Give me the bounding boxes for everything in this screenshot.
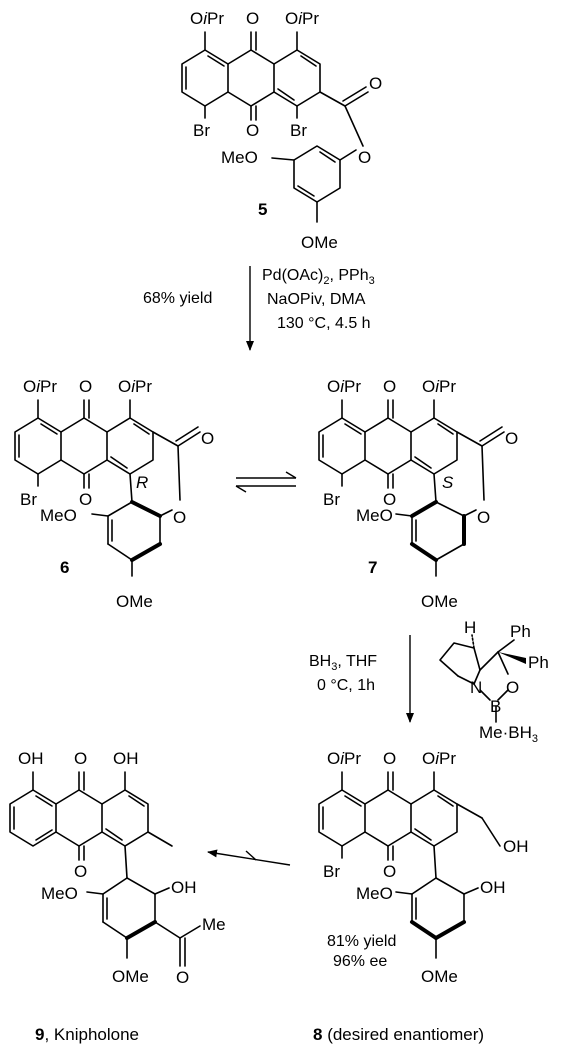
label-o: O bbox=[383, 490, 396, 509]
label-oipr: OiPr bbox=[23, 377, 57, 396]
compound-5 bbox=[181, 31, 369, 223]
label-ome: OMe bbox=[116, 592, 153, 611]
label-oh: OH bbox=[113, 749, 139, 768]
label-o: O bbox=[246, 121, 259, 140]
cbs-catalyst-labels: H Ph Ph N B O Me·BH3 bbox=[464, 618, 549, 745]
cbs-catalyst bbox=[439, 634, 526, 723]
compound-5-number: 5 bbox=[258, 200, 267, 219]
label-meo: MeO bbox=[41, 884, 78, 903]
label-meo: MeO bbox=[356, 506, 393, 525]
step-2-conditions: 0 °C, 1h bbox=[317, 677, 375, 694]
label-o: O bbox=[383, 749, 396, 768]
equilibrium-arrows bbox=[235, 471, 297, 493]
label-o: O bbox=[246, 9, 259, 28]
label-oipr: OiPr bbox=[422, 377, 456, 396]
label-ome: OMe bbox=[112, 967, 149, 986]
label-oh: OH bbox=[18, 749, 44, 768]
multistep-tick bbox=[245, 850, 257, 861]
compound-9-caption: 9, Knipholone bbox=[35, 1025, 139, 1044]
label-o: O bbox=[79, 377, 92, 396]
label-ome: OMe bbox=[421, 967, 458, 986]
label-o: O bbox=[176, 968, 189, 987]
compound-8-caption: 8 (desired enantiomer) bbox=[313, 1025, 484, 1044]
label-oipr: OiPr bbox=[285, 9, 319, 28]
compound-6-labels: OiPr O OiPr O Br O O MeO OMe R 6 bbox=[20, 377, 214, 611]
label-o: O bbox=[505, 429, 518, 448]
step-1-yield: 68% yield bbox=[143, 290, 212, 307]
label-mebh3: Me·BH3 bbox=[479, 723, 538, 745]
label-o: O bbox=[477, 508, 490, 527]
label-oh: OH bbox=[480, 878, 506, 897]
step-3-yield: 81% yield bbox=[327, 933, 396, 950]
label-br: Br bbox=[323, 490, 340, 509]
label-oh: OH bbox=[503, 837, 529, 856]
label-oipr: OiPr bbox=[327, 377, 361, 396]
label-ph: Ph bbox=[510, 622, 531, 641]
compound-9-labels: OH O OH O MeO OH Me O OMe 9, Knipholone bbox=[18, 749, 226, 1044]
label-b: B bbox=[490, 697, 501, 716]
label-o: O bbox=[369, 74, 382, 93]
step-1-temperature-time: 130 °C, 4.5 h bbox=[277, 315, 371, 332]
label-br: Br bbox=[20, 490, 37, 509]
compound-7-labels: OiPr O OiPr O Br O O MeO OMe S 7 bbox=[323, 377, 518, 611]
step-1-reagents: Pd(OAc)2, PPh3 bbox=[262, 267, 375, 287]
label-o: O bbox=[201, 429, 214, 448]
step-4-arrow bbox=[207, 849, 291, 866]
label-br: Br bbox=[290, 121, 307, 140]
label-o: O bbox=[506, 678, 519, 697]
label-oh: OH bbox=[171, 878, 197, 897]
compound-7-number: 7 bbox=[368, 558, 377, 577]
label-ome: OMe bbox=[421, 592, 458, 611]
label-br: Br bbox=[193, 121, 210, 140]
compound-6-number: 6 bbox=[60, 558, 69, 577]
label-oipr: OiPr bbox=[118, 377, 152, 396]
stereo-descriptor-r: R bbox=[136, 473, 148, 492]
label-meo: MeO bbox=[356, 884, 393, 903]
label-o: O bbox=[383, 862, 396, 881]
compound-7 bbox=[318, 399, 505, 577]
label-oipr: OiPr bbox=[422, 749, 456, 768]
label-ome: OMe bbox=[301, 233, 338, 252]
label-o: O bbox=[74, 749, 87, 768]
step-1-base-solvent: NaOPiv, DMA bbox=[267, 291, 366, 308]
compound-6 bbox=[14, 399, 201, 577]
label-o: O bbox=[74, 862, 87, 881]
label-meo: MeO bbox=[221, 148, 258, 167]
step-2-reagents: BH3, THF bbox=[309, 653, 377, 673]
label-o: O bbox=[358, 148, 371, 167]
label-h: H bbox=[464, 618, 476, 637]
label-o: O bbox=[383, 377, 396, 396]
label-meo: MeO bbox=[40, 506, 77, 525]
compound-8 bbox=[318, 771, 501, 959]
label-oipr: OiPr bbox=[327, 749, 361, 768]
compound-8-labels: OiPr O OiPr OH Br O MeO OH OMe 81% yield… bbox=[313, 749, 529, 1044]
label-oipr: OiPr bbox=[190, 9, 224, 28]
label-o: O bbox=[79, 490, 92, 509]
label-me: Me bbox=[202, 915, 226, 934]
label-n: N bbox=[470, 678, 482, 697]
compound-5-labels: OiPr O OiPr Br O Br O O MeO OMe 5 bbox=[190, 9, 382, 252]
label-br: Br bbox=[323, 862, 340, 881]
label-ph: Ph bbox=[528, 653, 549, 672]
label-o: O bbox=[173, 508, 186, 527]
step-3-ee: 96% ee bbox=[333, 953, 387, 970]
stereo-descriptor-s: S bbox=[442, 473, 454, 492]
compound-9 bbox=[9, 771, 201, 967]
